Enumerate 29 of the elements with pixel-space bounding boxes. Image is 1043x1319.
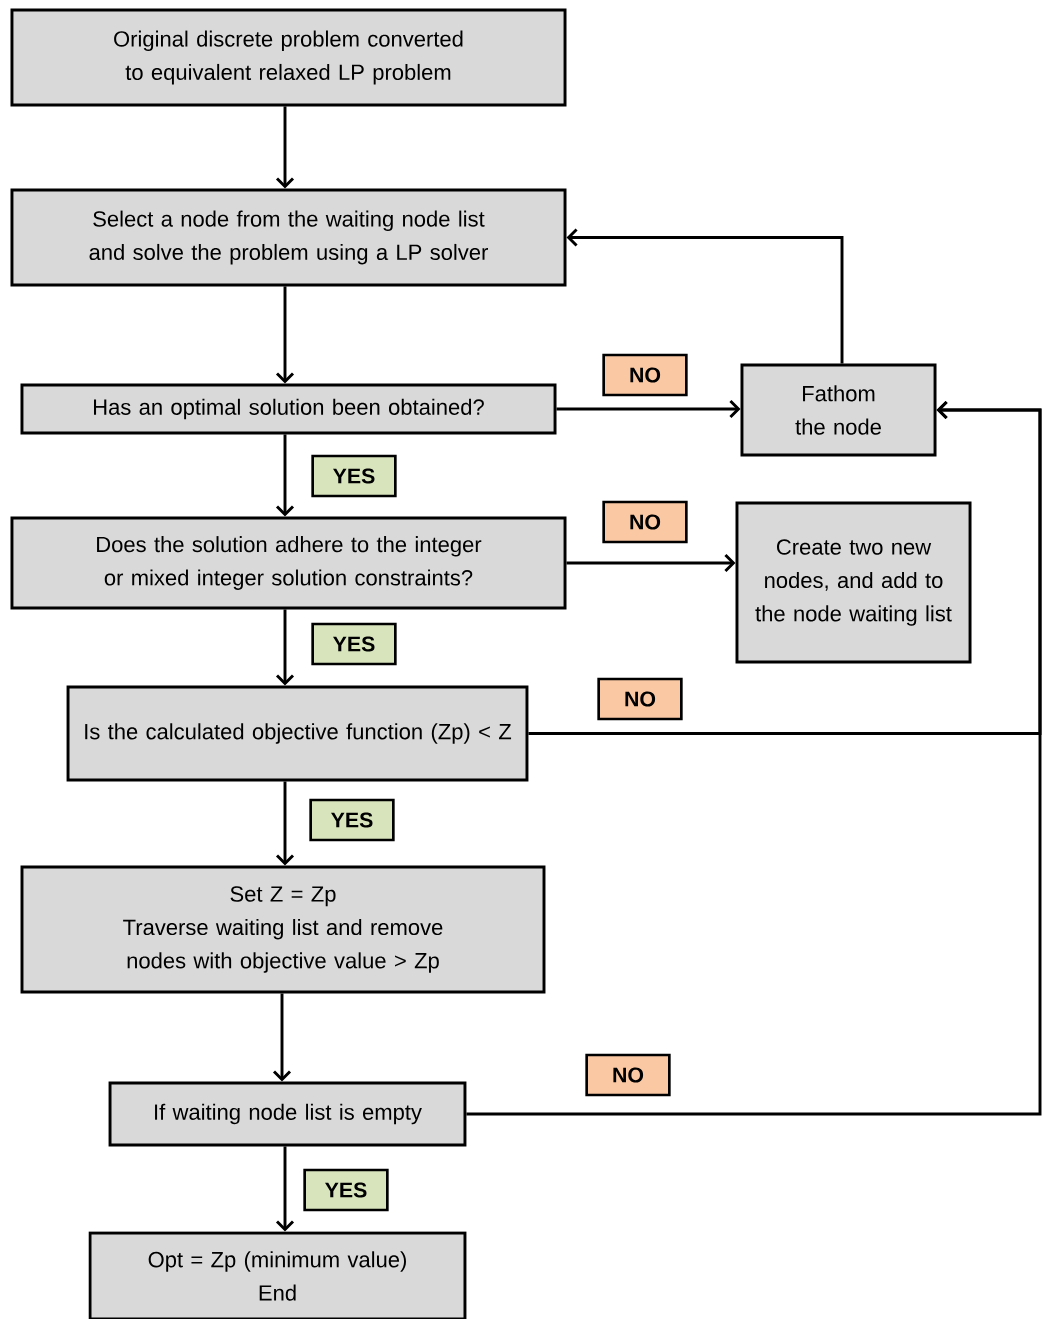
process-box: Create two new nodes, and add to the node waiting list (735, 501, 972, 664)
arrow (556, 399, 741, 419)
arrow (272, 993, 292, 1082)
process-box: Opt = Zp (minimum value) End (88, 1231, 467, 1319)
arrow (275, 106, 295, 189)
process-box: Fathom the node (740, 363, 937, 457)
process-box: Is the calculated objective function (Zp) < Z (66, 685, 529, 782)
process-box: Does the solution adhere to the integer or mixed integer solution constraints? (10, 516, 567, 610)
edge-label: NO (602, 353, 688, 397)
arrow (275, 286, 295, 384)
arrow (566, 228, 844, 364)
arrow (566, 553, 736, 573)
edge-label: NO (585, 1053, 671, 1097)
arrow (275, 434, 295, 517)
arrow (275, 781, 295, 866)
edge-label: NO (597, 677, 683, 721)
edge-label: YES (309, 798, 395, 842)
process-box: If waiting node list is empty (108, 1081, 467, 1147)
arrow (275, 1146, 295, 1232)
arrow (466, 400, 1042, 1116)
edge-label: YES (303, 1168, 389, 1212)
process-box: Select a node from the waiting node list and solve the problem using a LP solver (10, 188, 567, 287)
arrow (275, 609, 295, 686)
process-box: Set Z = Zp Traverse waiting list and remove nodes with objective value > Zp (20, 865, 546, 994)
process-box: Has an optimal solution been obtained? (20, 383, 557, 435)
edge-label: NO (602, 500, 688, 544)
process-box: Original discrete problem converted to equivalent relaxed LP problem (10, 8, 567, 107)
edge-label: YES (311, 454, 397, 498)
edge-label: YES (311, 622, 397, 666)
